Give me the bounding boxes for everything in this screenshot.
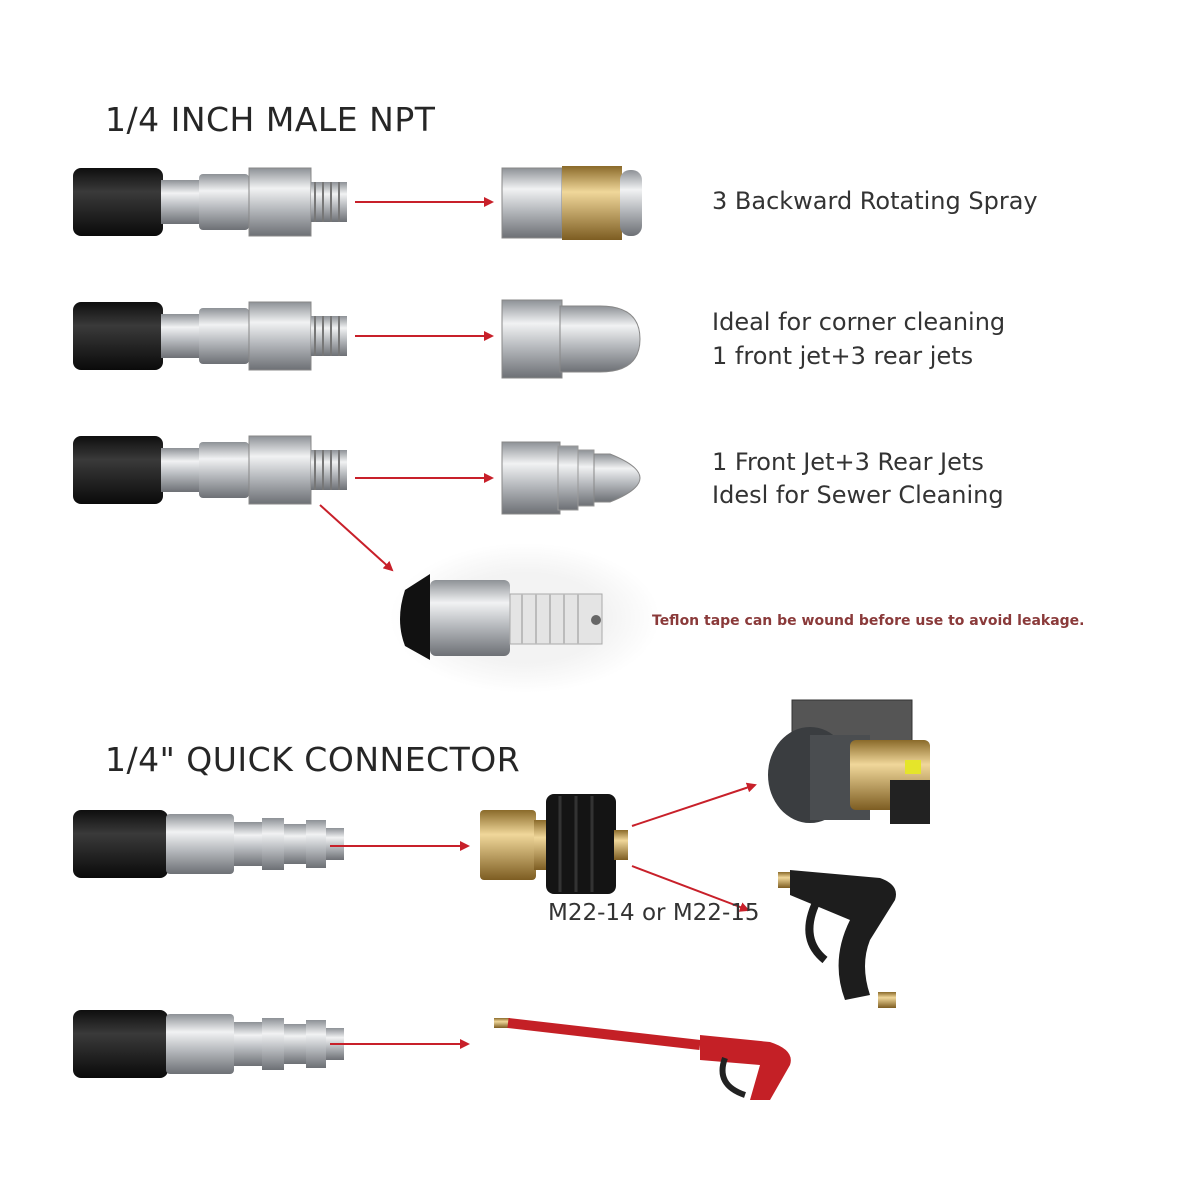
hose-qc-1 (73, 810, 344, 878)
corner-nozzle (501, 299, 641, 379)
hose-npt-2 (72, 301, 348, 371)
pressure-washer-pump (768, 699, 930, 824)
sewer-nozzle (501, 441, 641, 515)
arrow-detail (319, 504, 394, 572)
rotating-nozzle (501, 166, 642, 240)
corner-nozzle-desc-2: 1 front jet+3 rear jets (712, 342, 974, 370)
corner-nozzle-desc-1: Ideal for corner cleaning (712, 308, 1006, 336)
hose-qc-2 (73, 1010, 344, 1078)
rotating-nozzle-desc: 3 Backward Rotating Spray (712, 187, 1038, 215)
hose-npt-3 (72, 435, 348, 505)
adapter-label: M22-14 or M22-15 (548, 900, 760, 926)
fitting-detail-oval (390, 543, 660, 693)
arrow-gun (631, 865, 750, 912)
spray-gun (778, 870, 896, 1008)
arrow-pump (631, 782, 757, 827)
sewer-nozzle-desc-2: Idesl for Sewer Cleaning (712, 481, 1004, 509)
section-title-npt: 1/4 INCH MALE NPT (105, 100, 436, 139)
hose-npt-1 (72, 167, 348, 237)
section-title-quick-connector: 1/4" QUICK CONNECTOR (105, 740, 521, 779)
m22-adapter (480, 794, 628, 894)
teflon-note: Teflon tape can be wound before use to a… (652, 613, 1085, 629)
sewer-nozzle-desc-1: 1 Front Jet+3 Rear Jets (712, 448, 984, 476)
spray-wand (494, 1018, 791, 1100)
